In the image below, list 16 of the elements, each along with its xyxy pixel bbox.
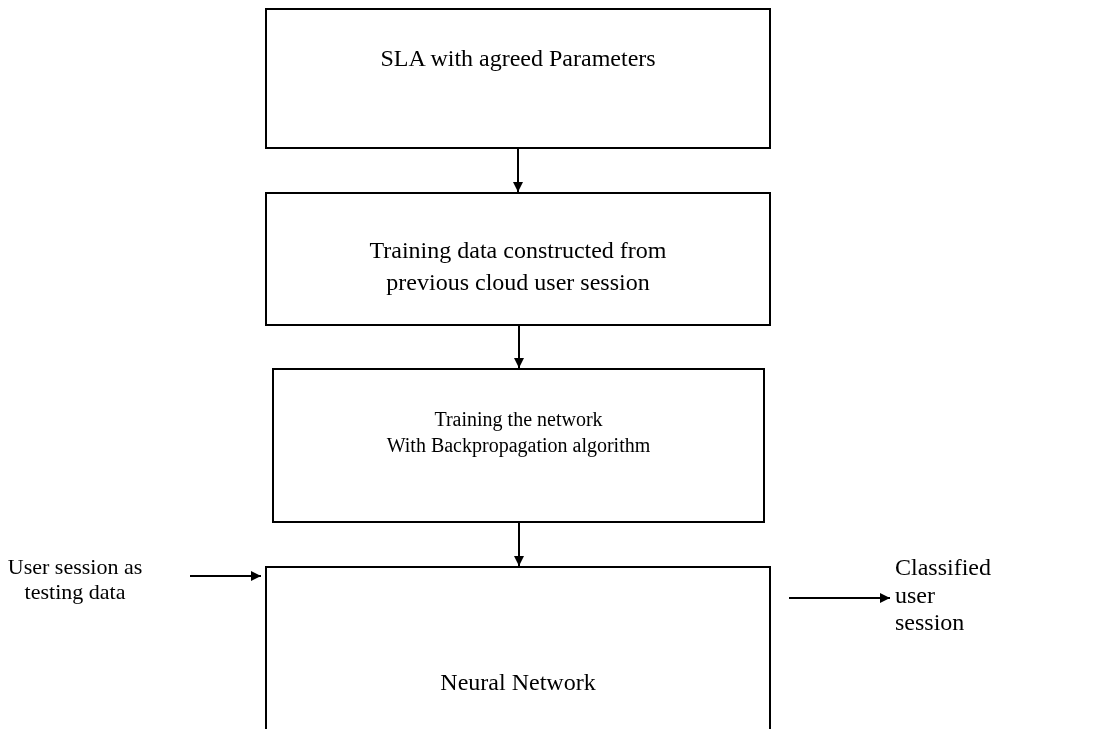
box-heading: SLA with agreed Parameters bbox=[379, 44, 657, 73]
process-box bbox=[265, 192, 771, 326]
box-heading: Neural Network bbox=[439, 668, 597, 697]
process-box bbox=[265, 566, 771, 729]
box-heading: Training the network bbox=[433, 407, 604, 432]
arrow bbox=[514, 325, 524, 369]
output-text: Classified user session bbox=[895, 554, 992, 637]
arrow bbox=[189, 571, 262, 581]
box-text: Training data constructed from previous cloud user session bbox=[368, 236, 668, 298]
arrow bbox=[788, 593, 891, 603]
process-box bbox=[272, 368, 765, 523]
process-box bbox=[265, 8, 771, 149]
arrow bbox=[513, 148, 523, 193]
input-text: User session as testing data bbox=[6, 554, 144, 605]
arrow bbox=[514, 522, 524, 567]
box-text: With Backpropagation algorithm bbox=[385, 433, 652, 458]
